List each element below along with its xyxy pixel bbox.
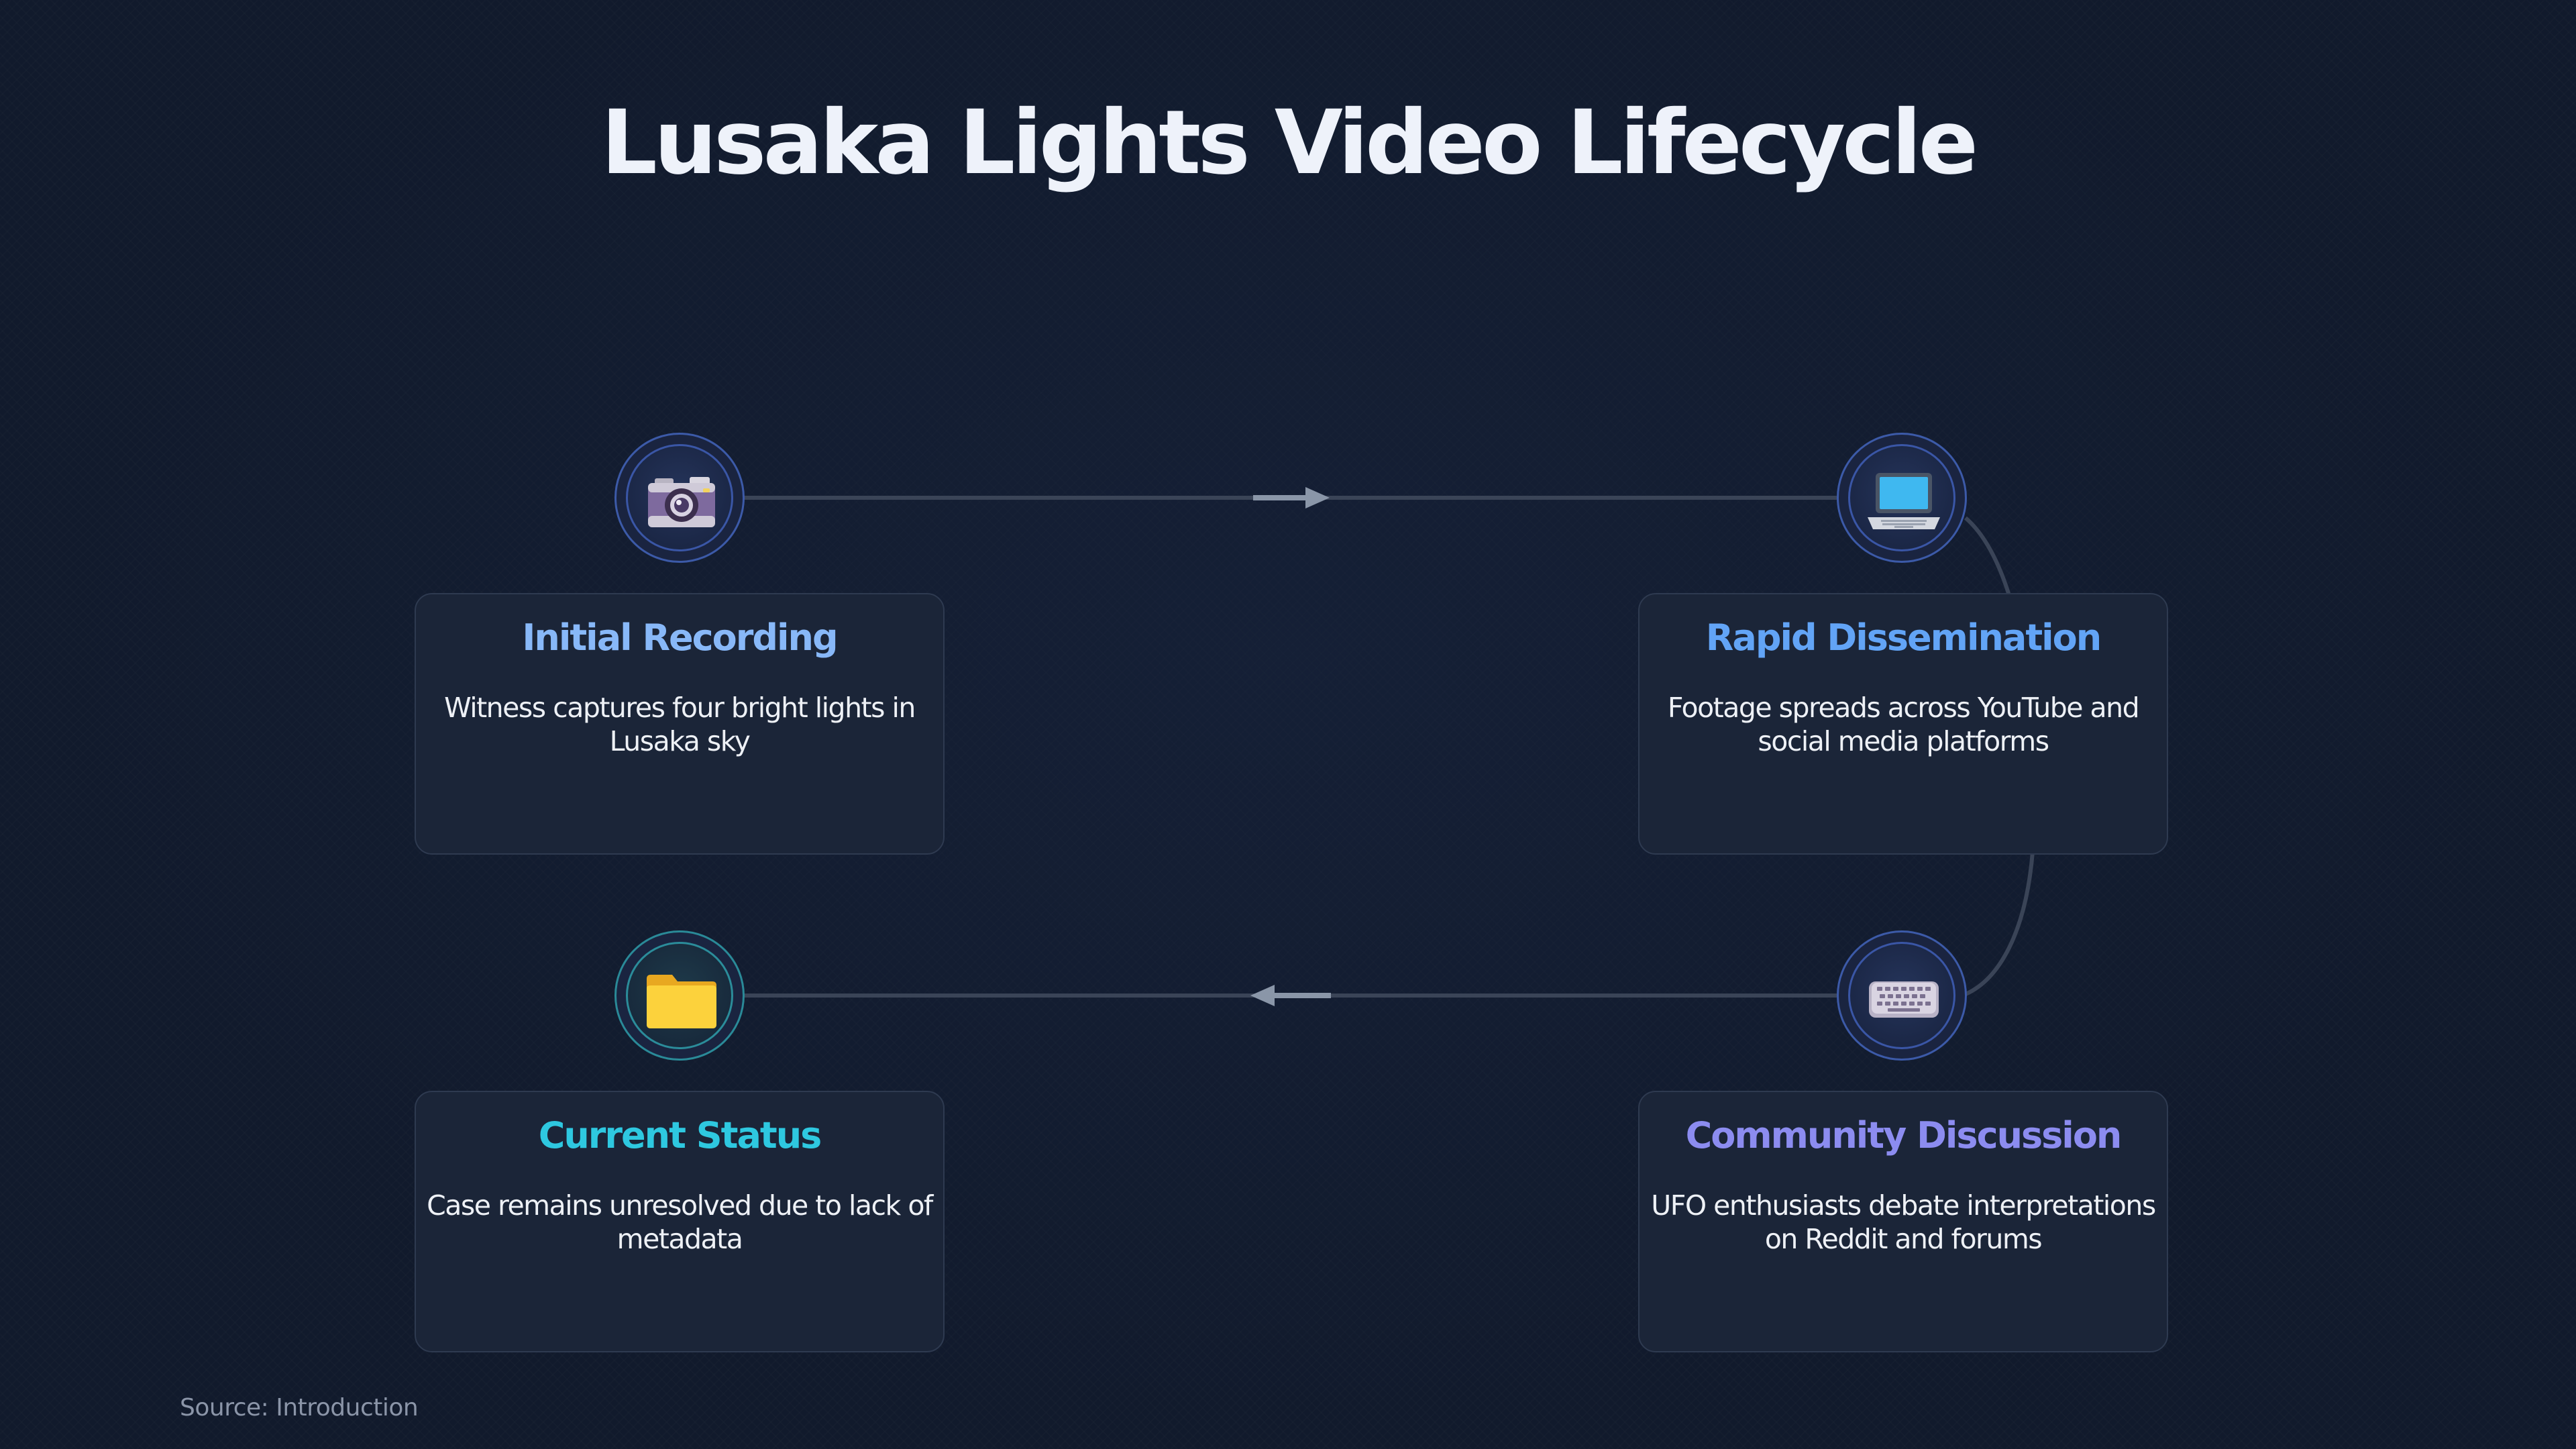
step-status-card: Current Status Case remains unresolved d…: [415, 1091, 945, 1352]
arrow-right-icon: [1253, 487, 1330, 508]
step-dissemination-title: Rapid Dissemination: [1705, 616, 2102, 659]
laptop-icon: [1868, 473, 1940, 529]
step-recording-card: Initial Recording Witness captures four …: [415, 593, 945, 855]
step-status-title: Current Status: [538, 1114, 822, 1157]
camera-icon: [648, 477, 715, 527]
page-title: Lusaka Lights Video Lifecycle: [600, 91, 1978, 195]
step-status-description: Case remains unresolved due to lack of m…: [427, 1189, 933, 1255]
arrow-left-icon: [1250, 985, 1331, 1006]
step-dissemination-description: Footage spreads across YouTube and socia…: [1667, 692, 2140, 757]
step-discussion-title: Community Discussion: [1685, 1114, 2123, 1157]
step-discussion-icon-ring: [1837, 930, 1967, 1061]
folder-icon: [647, 975, 716, 1028]
step-recording-icon-ring: [614, 433, 745, 563]
keyboard-icon: [1869, 981, 1939, 1018]
step-recording-title: Initial Recording: [522, 616, 838, 659]
step-dissemination-icon-ring: [1837, 433, 1967, 563]
step-discussion-card: Community Discussion UFO enthusiasts deb…: [1638, 1091, 2168, 1352]
step-recording-description: Witness captures four bright lights in L…: [444, 692, 916, 757]
step-dissemination-card: Rapid Dissemination Footage spreads acro…: [1638, 593, 2168, 855]
step-discussion-description: UFO enthusiasts debate interpretations o…: [1651, 1189, 2156, 1255]
source-caption: Source: Introduction: [180, 1394, 419, 1421]
step-status-icon-ring: [614, 930, 745, 1061]
